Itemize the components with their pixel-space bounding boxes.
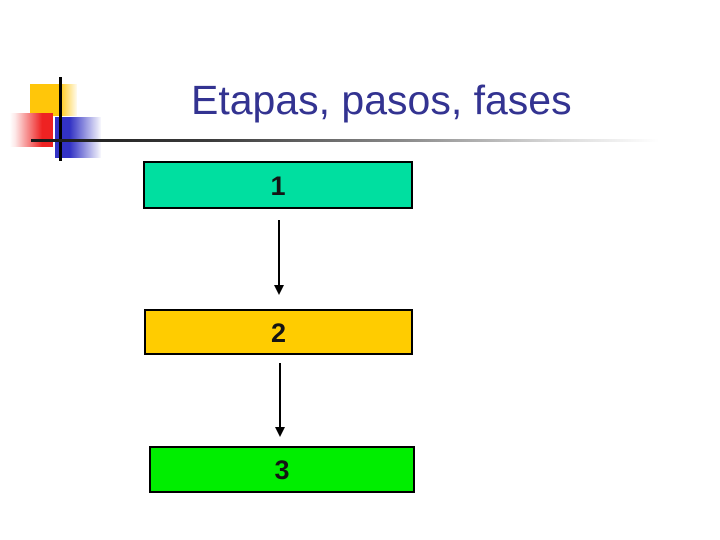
flow-step-3-label: 3 (274, 455, 290, 485)
crosshair-vertical-line (59, 77, 62, 161)
flow-step-1: 1 (143, 161, 413, 209)
accent-red-square (10, 113, 53, 147)
arrow-head-icon (274, 285, 284, 295)
arrow-stem (279, 363, 281, 428)
flow-step-2-label: 2 (270, 317, 287, 348)
connector-arrow-2 (273, 363, 287, 437)
flow-step-2: 2 (144, 309, 413, 355)
accent-yellow-square (30, 84, 77, 116)
arrow-head-icon (275, 427, 285, 437)
slide-title: Etapas, pasos, fases (191, 77, 572, 123)
flow-step-3: 3 (149, 446, 415, 493)
title-underline-rule (31, 139, 672, 142)
arrow-stem (278, 220, 280, 286)
flow-step-1-label: 1 (270, 170, 286, 201)
connector-arrow-1 (272, 220, 286, 295)
accent-blue-square (55, 117, 101, 158)
